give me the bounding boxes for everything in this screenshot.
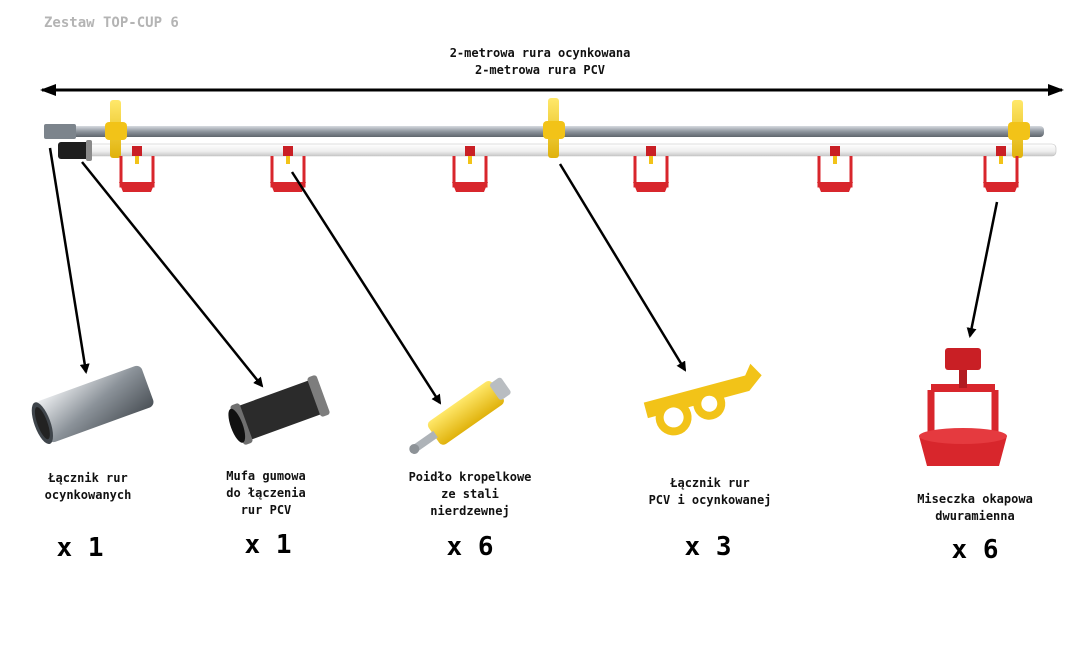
pointer-arrow-4 <box>558 163 687 372</box>
drip-cup-assembled-2 <box>270 146 306 192</box>
part-qty-galvanized-connector: x 1 <box>56 533 104 563</box>
pointer-arrow-3 <box>290 171 442 405</box>
drip-cup-assembled-5 <box>817 146 853 192</box>
galvanized-pipe-connector-icon <box>31 365 154 445</box>
clamp-assembled-1 <box>105 100 127 158</box>
dimension-arrowhead-left <box>40 84 56 96</box>
part-label-galvanized-connector: Łącznik rur ocynkowanych <box>44 471 132 502</box>
rubber-sleeve-icon <box>228 375 330 445</box>
clamp-assembled-3 <box>1008 100 1030 158</box>
part-label-drip-cup: Miseczka okapowa dwuramienna <box>917 492 1033 523</box>
drip-cup-assembled-4 <box>633 146 669 192</box>
dimension-label-galvanized: 2-metrowa rura ocynkowana <box>449 46 631 60</box>
part-qty-nipple-drinker: x 6 <box>446 532 494 562</box>
drip-cup-assembled-1 <box>119 146 155 192</box>
pvc-galvanized-clamp-icon <box>643 363 762 436</box>
nipple-drinker-icon <box>409 377 511 455</box>
rubber-sleeve-assembled <box>58 140 92 161</box>
pointer-arrow-1 <box>48 147 90 374</box>
drip-cup-icon <box>919 348 1007 466</box>
part-qty-drip-cup: x 6 <box>951 535 999 565</box>
pointer-arrow-5 <box>966 201 999 338</box>
pointer-arrow-2 <box>81 161 264 388</box>
part-qty-clamp: x 3 <box>684 532 732 562</box>
part-label-nipple-drinker: Poidło kropelkowe ze stali nierdzewnej <box>408 470 532 518</box>
part-label-rubber-sleeve: Mufa gumowa do łączenia rur PCV <box>226 469 306 517</box>
page-title: Zestaw TOP-CUP 6 <box>44 15 179 31</box>
drip-cup-assembled-6 <box>983 146 1019 192</box>
clamp-assembled-2 <box>543 98 565 158</box>
dimension-arrowhead-right <box>1048 84 1064 96</box>
drip-cup-assembled-3 <box>452 146 488 192</box>
dimension-label-pvc: 2-metrowa rura PCV <box>474 63 606 77</box>
part-qty-rubber-sleeve: x 1 <box>244 530 292 560</box>
part-label-clamp: Łącznik rur PCV i ocynkowanej <box>648 476 772 507</box>
